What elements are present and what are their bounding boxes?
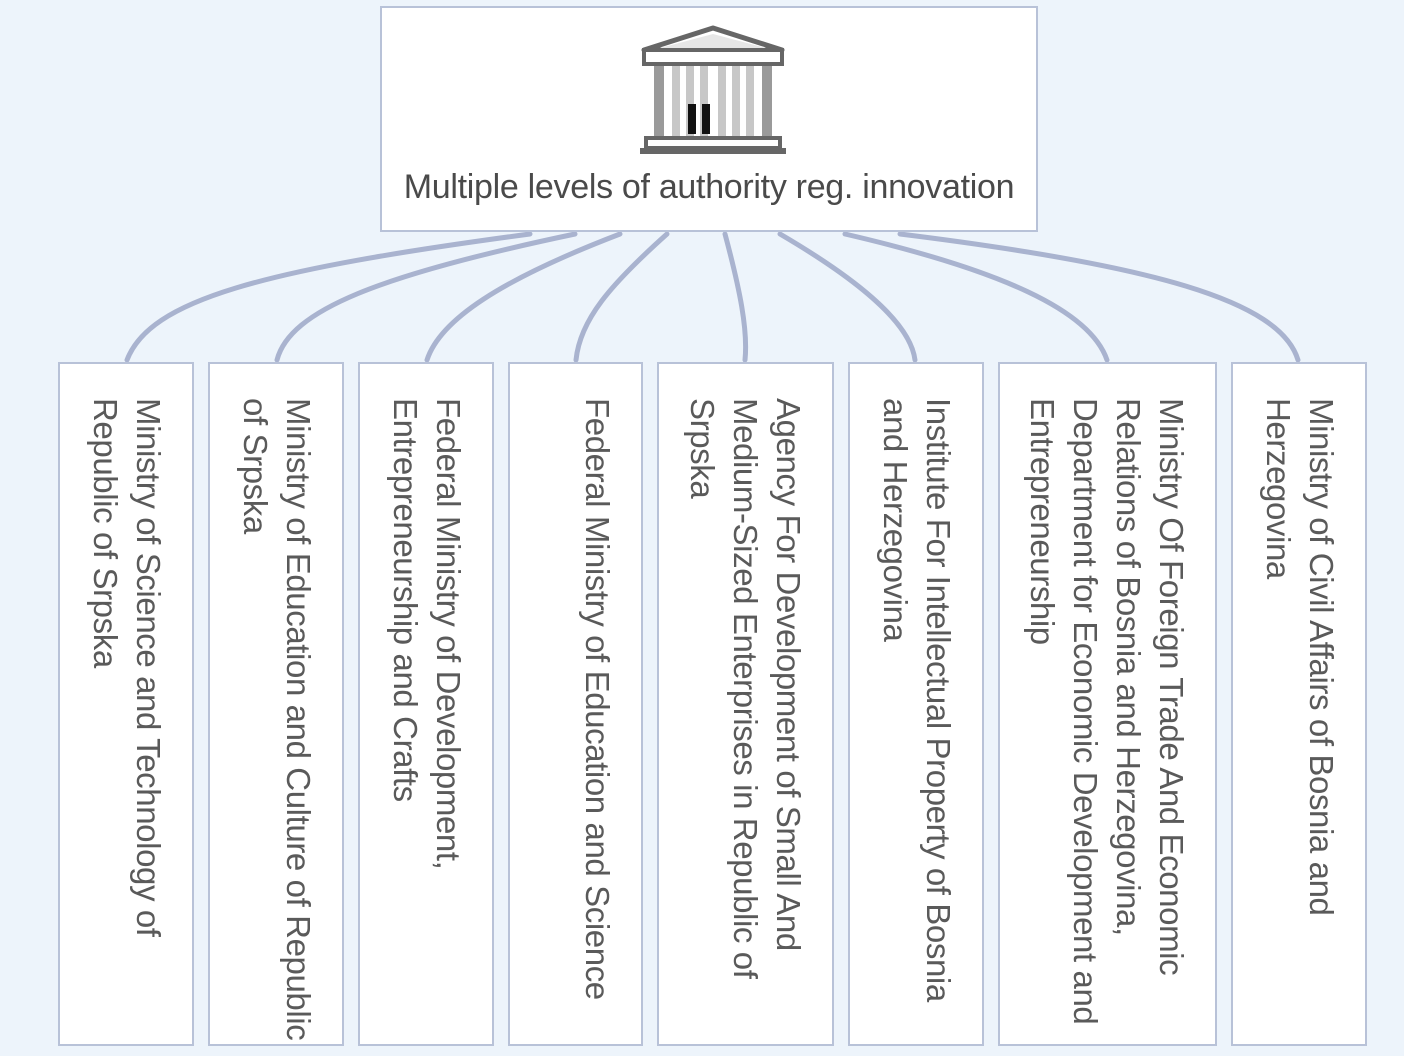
connector-7 bbox=[842, 231, 1110, 363]
child-node-4-label: Federal Ministry of Education and Scienc… bbox=[579, 398, 616, 1000]
child-node-3[interactable]: Federal Ministry of Development, Entrepr… bbox=[358, 362, 494, 1046]
connector-8 bbox=[897, 231, 1301, 363]
government-building-icon bbox=[640, 25, 786, 154]
connector-6 bbox=[777, 231, 918, 363]
child-node-3-label: Federal Ministry of Development, Entrepr… bbox=[387, 398, 467, 870]
child-node-5[interactable]: Agency For Development of Small And Medi… bbox=[657, 362, 834, 1046]
child-node-7[interactable]: Ministry Of Foreign Trade And Economic R… bbox=[998, 362, 1217, 1046]
connector-2 bbox=[274, 231, 578, 363]
child-node-7-label: Ministry Of Foreign Trade And Economic R… bbox=[1024, 398, 1190, 1025]
child-node-1-label: Ministry of Science and Technology of Re… bbox=[87, 398, 167, 937]
child-node-8-label: Ministry of Civil Affairs of Bosnia and … bbox=[1260, 398, 1340, 916]
connector-5 bbox=[722, 231, 749, 363]
child-node-6-label: Institute For Intellectual Property of B… bbox=[877, 398, 957, 1002]
child-node-2[interactable]: Ministry of Education and Culture of Rep… bbox=[208, 362, 344, 1046]
child-node-5-label: Agency For Development of Small And Medi… bbox=[684, 398, 807, 979]
child-node-8[interactable]: Ministry of Civil Affairs of Bosnia and … bbox=[1231, 362, 1367, 1046]
connector-1 bbox=[124, 231, 533, 363]
root-node[interactable]: Multiple levels of authority reg. innova… bbox=[380, 6, 1038, 232]
child-node-1[interactable]: Ministry of Science and Technology of Re… bbox=[58, 362, 194, 1046]
connector-3 bbox=[424, 231, 623, 363]
child-node-2-label: Ministry of Education and Culture of Rep… bbox=[237, 398, 317, 1041]
child-node-6[interactable]: Institute For Intellectual Property of B… bbox=[848, 362, 984, 1046]
root-title: Multiple levels of authority reg. innova… bbox=[403, 168, 1015, 206]
connector-4 bbox=[573, 231, 670, 363]
child-node-4[interactable]: Federal Ministry of Education and Scienc… bbox=[508, 362, 643, 1046]
